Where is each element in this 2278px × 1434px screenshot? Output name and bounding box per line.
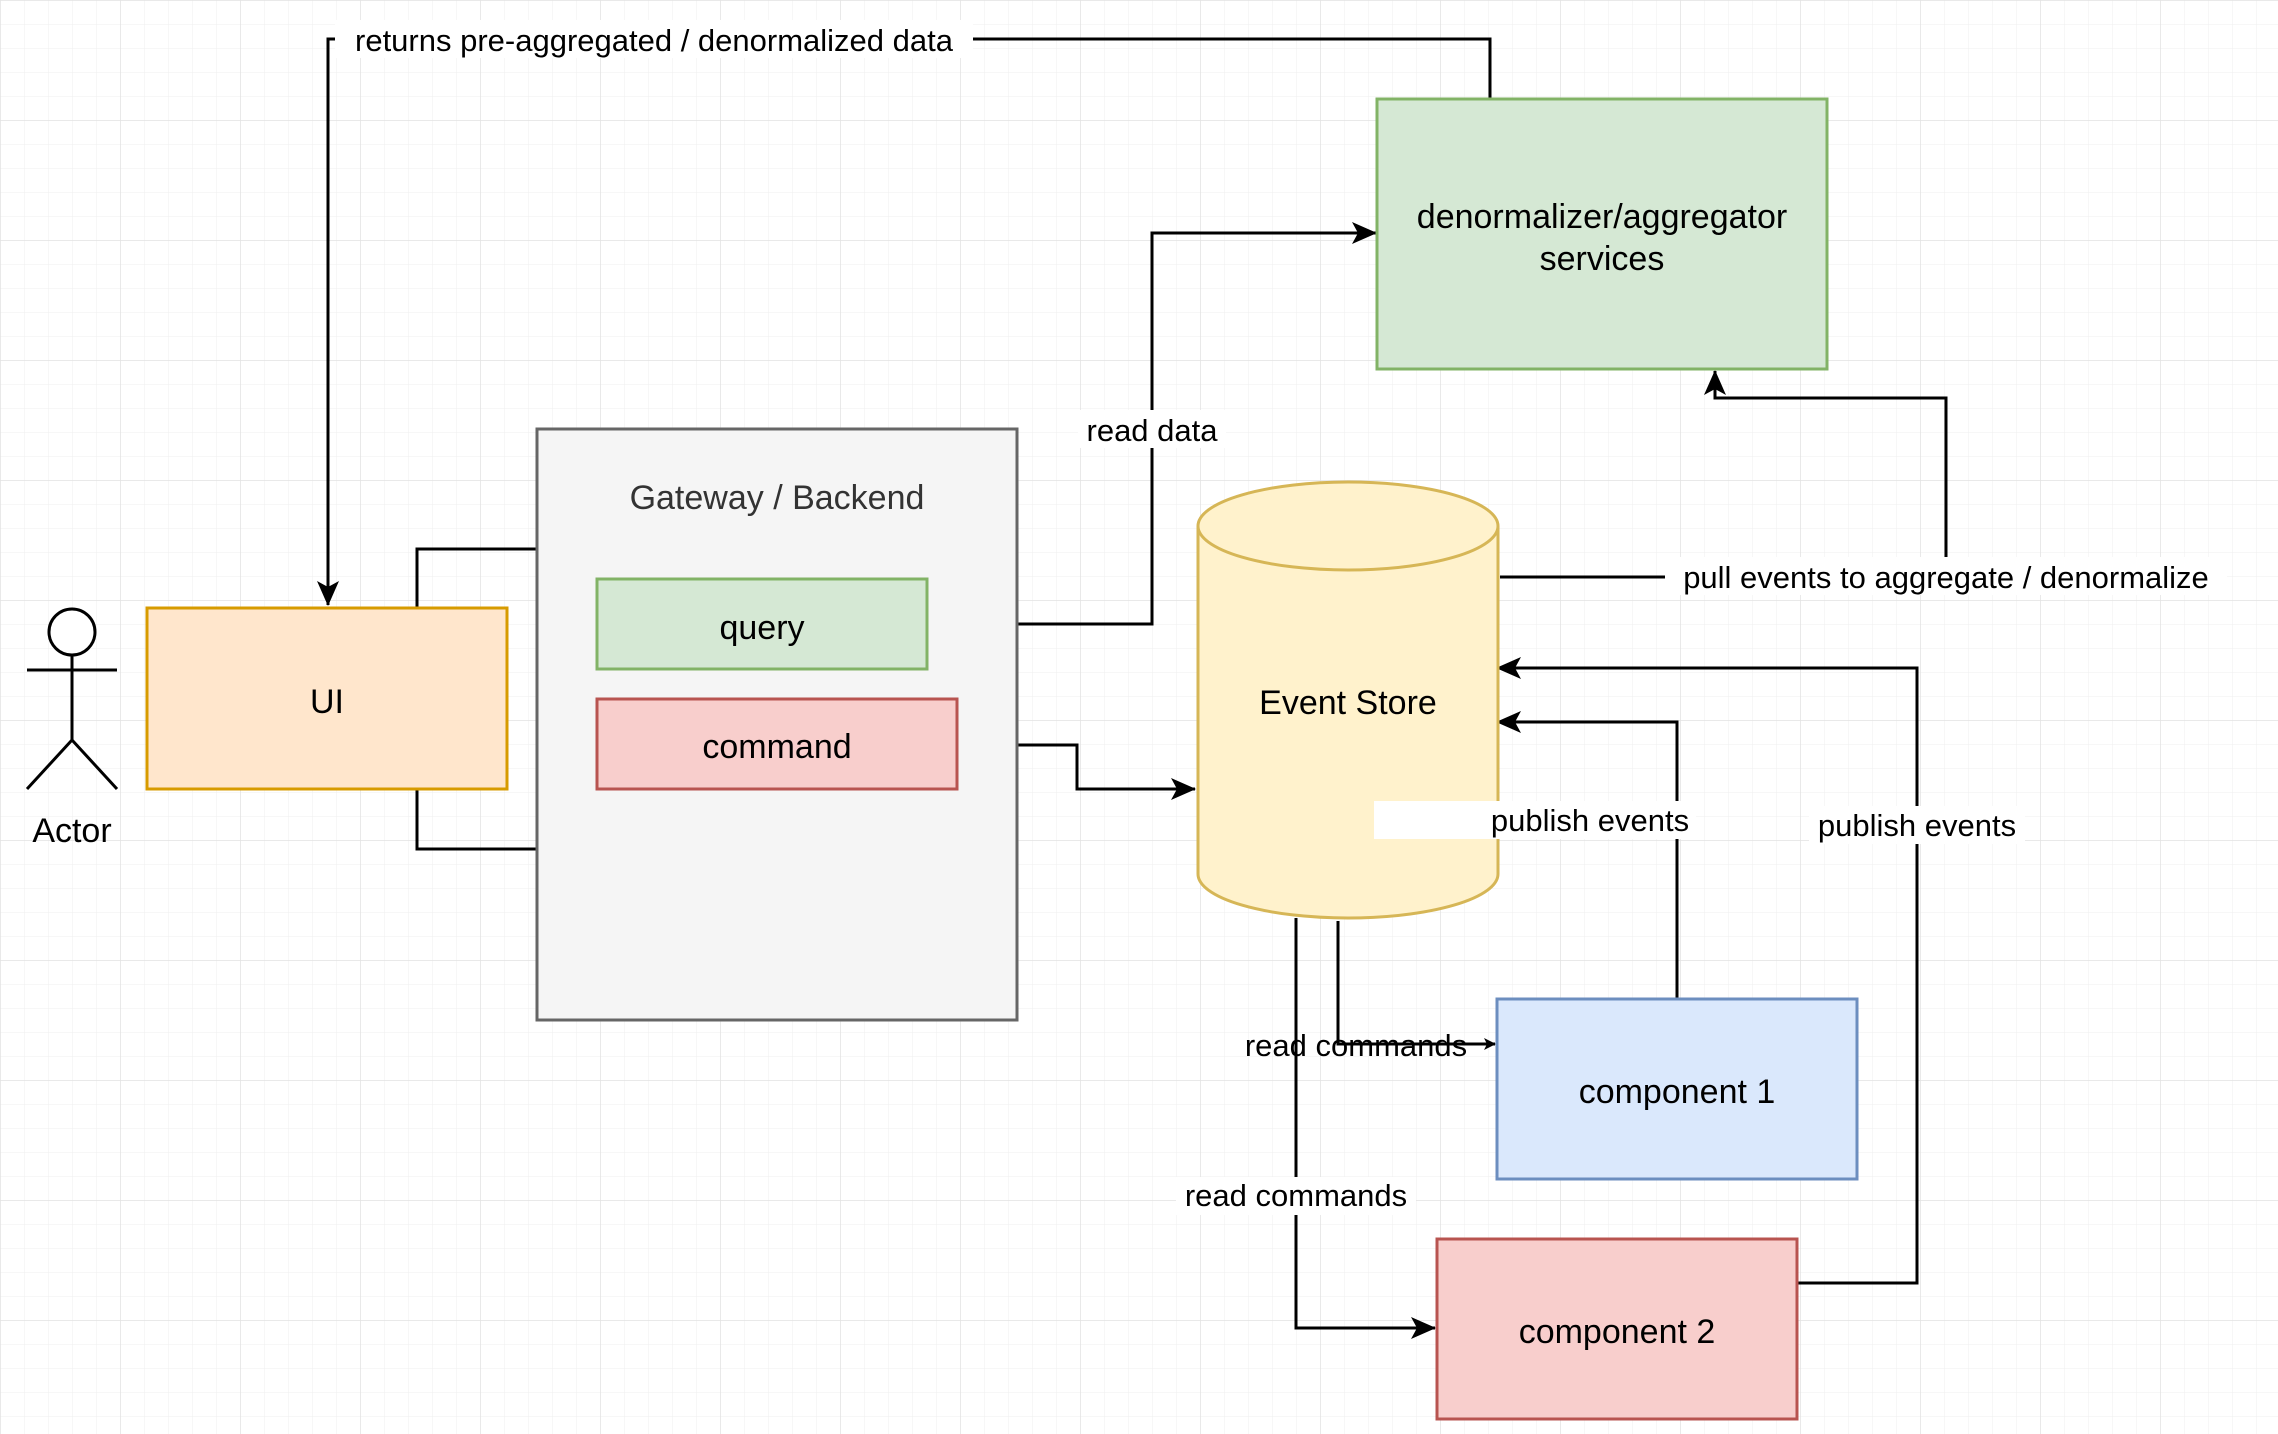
query-label: query [719,609,804,647]
query-box[interactable] [595,577,929,671]
actor-label: Actor [32,812,111,850]
label-returns-data: returns pre-aggregated / denormalized da… [355,23,954,58]
component2-label: component 2 [1519,1313,1716,1351]
edge-read-commands-2[interactable] [1294,918,1436,1339]
actor-head [47,607,97,657]
label-read-commands-2: read commands [1185,1178,1407,1213]
component1-box[interactable] [1495,997,1859,1181]
event-store-top [1196,480,1500,572]
label-publish-events-1: publish events [1491,803,1689,838]
edge-read-commands-1[interactable] [1336,921,1496,1050]
event-store-body [1196,526,1500,920]
actor-left-leg [25,738,74,791]
edge-labels: returns pre-aggregated / denormalized da… [335,20,2227,1215]
label-publish-events-2: publish events [1818,808,2016,843]
label-read-data: read data [1087,413,1219,448]
gateway-label: Gateway / Backend [630,479,925,517]
label-read-commands-1: read commands [1245,1028,1467,1063]
edge-publish-events-1[interactable] [1496,711,1679,998]
label-pull-events: pull events to aggregate / denormalize [1683,560,2209,595]
component1-label: component 1 [1579,1073,1776,1111]
command-box[interactable] [595,697,959,791]
edge-publish-events-2[interactable] [1496,657,1919,1285]
denormalizer-label-line2: services [1540,240,1665,278]
actor-right-leg [70,738,119,791]
event-store-label: Event Store [1259,684,1437,722]
denormalizer-box[interactable] [1375,97,1829,371]
component2-box[interactable] [1435,1237,1799,1421]
command-label: command [702,728,851,766]
ui-box[interactable] [145,606,509,791]
ui-label: UI [310,683,344,721]
denormalizer-label-line1: denormalizer/aggregator [1417,198,1787,236]
actor-figure[interactable] [25,607,119,791]
